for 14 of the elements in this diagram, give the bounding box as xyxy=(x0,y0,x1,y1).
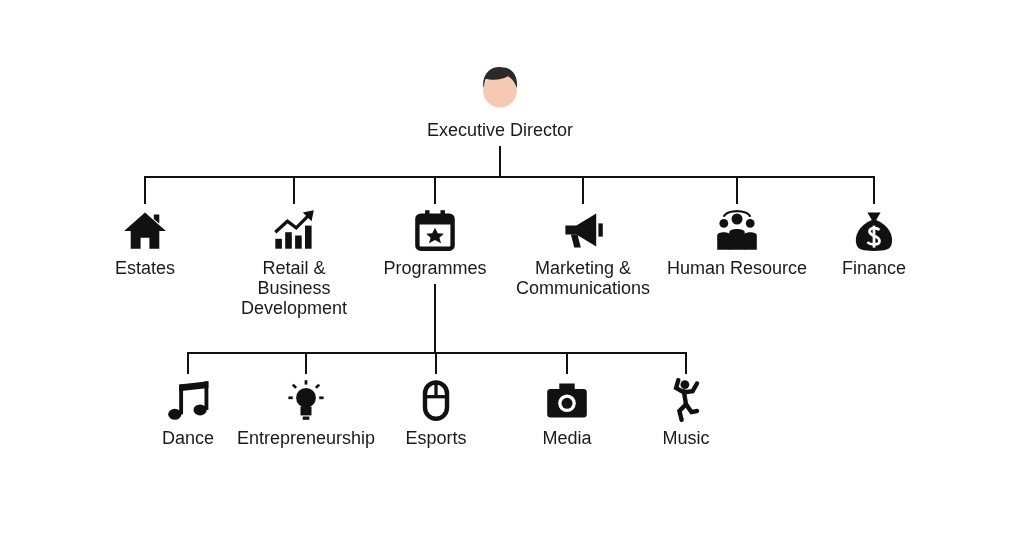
org-unit-label: Esports xyxy=(405,428,467,448)
org-unit-label: Retail & Business Development xyxy=(239,258,349,318)
org-unit-label: Executive Director xyxy=(426,120,574,140)
org-unit-label: Entrepreneurship xyxy=(236,428,376,448)
org-unit-label: Finance xyxy=(841,258,906,278)
org-unit-label: Dance xyxy=(162,428,214,448)
org-unit-label: Estates xyxy=(115,258,175,278)
connector-line xyxy=(499,145,875,205)
org-unit-label: Music xyxy=(662,428,710,448)
org-unit-label: Marketing & Communications xyxy=(514,258,652,298)
org-unit-label: Human Resource xyxy=(666,258,808,278)
org-unit-label: Media xyxy=(542,428,592,448)
connector-line xyxy=(434,283,687,375)
org-unit-label: Programmes xyxy=(383,258,487,278)
